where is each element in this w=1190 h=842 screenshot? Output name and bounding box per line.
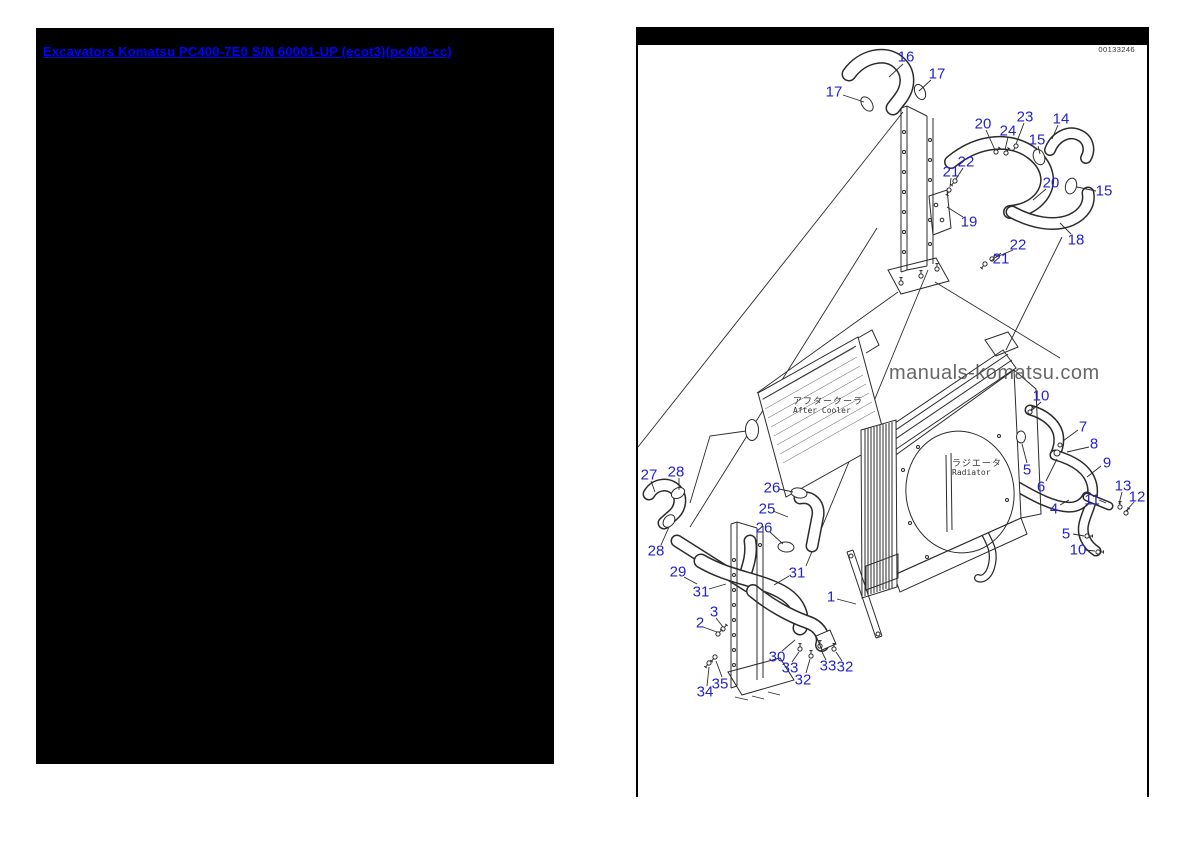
callout-18: 18 (1067, 231, 1085, 249)
callout-3: 3 (709, 603, 719, 621)
callout-21: 21 (942, 163, 960, 181)
callout-29: 29 (669, 563, 687, 581)
parts-catalog-link[interactable]: Excavators Komatsu PC400-7E0 S/N 60001-U… (43, 44, 452, 59)
watermark: manuals-komatsu.com (889, 362, 1100, 384)
callout-14: 14 (1052, 110, 1070, 128)
callout-9: 9 (1102, 454, 1112, 472)
callout-15: 15 (1028, 131, 1046, 149)
callout-10: 10 (1069, 541, 1087, 559)
callout-5: 5 (1061, 525, 1071, 543)
callout-32: 32 (794, 671, 812, 689)
callout-13: 13 (1114, 477, 1132, 495)
callout-5: 5 (1022, 461, 1032, 479)
callout-30: 30 (768, 648, 786, 666)
callout-21: 21 (992, 250, 1010, 268)
callout-22: 22 (1009, 236, 1027, 254)
radiator-label: ラジエータ Radiator (952, 458, 1002, 478)
after-cooler-label-en: After Cooler (793, 406, 851, 415)
callout-35: 35 (711, 675, 729, 693)
callout-12: 12 (1128, 488, 1146, 506)
diagram-frame-topbar (638, 27, 1147, 45)
diagram-frame: 00133246 (636, 27, 1149, 797)
callout-22: 22 (957, 153, 975, 171)
callout-31: 31 (692, 583, 710, 601)
after-cooler-label: アフタークーラ After Cooler (793, 396, 863, 416)
callout-28: 28 (647, 542, 665, 560)
callout-25: 25 (758, 500, 776, 518)
callout-32: 32 (836, 658, 854, 676)
callout-11: 11 (1084, 491, 1100, 509)
callout-34: 34 (696, 683, 714, 701)
callout-26: 26 (763, 479, 781, 497)
after-cooler-label-jp: アフタークーラ (793, 396, 864, 406)
doc-number: 00133246 (1098, 45, 1135, 54)
callout-27: 27 (640, 466, 658, 484)
callout-1: 1 (826, 588, 836, 606)
callout-24: 24 (999, 122, 1017, 140)
left-black-panel: Excavators Komatsu PC400-7E0 S/N 60001-U… (36, 28, 554, 764)
callout-2: 2 (695, 614, 705, 632)
radiator-label-en: Radiator (952, 468, 991, 477)
callout-6: 6 (1036, 478, 1046, 496)
callout-15: 15 (1095, 182, 1113, 200)
callout-20: 20 (1042, 174, 1060, 192)
callout-17: 17 (928, 65, 946, 83)
callout-23: 23 (1016, 108, 1034, 126)
callout-17: 17 (825, 83, 843, 101)
callout-16: 16 (897, 48, 915, 66)
callout-10: 10 (1032, 387, 1050, 405)
callout-28: 28 (667, 463, 685, 481)
callout-31: 31 (788, 564, 806, 582)
callout-8: 8 (1089, 435, 1099, 453)
callout-4: 4 (1049, 500, 1059, 518)
callout-26: 26 (755, 519, 773, 537)
callout-7: 7 (1078, 418, 1088, 436)
callout-20: 20 (974, 115, 992, 133)
callout-33: 33 (781, 659, 799, 677)
callout-19: 19 (960, 213, 978, 231)
callout-33: 33 (819, 657, 837, 675)
radiator-label-jp: ラジエータ (952, 458, 1002, 468)
